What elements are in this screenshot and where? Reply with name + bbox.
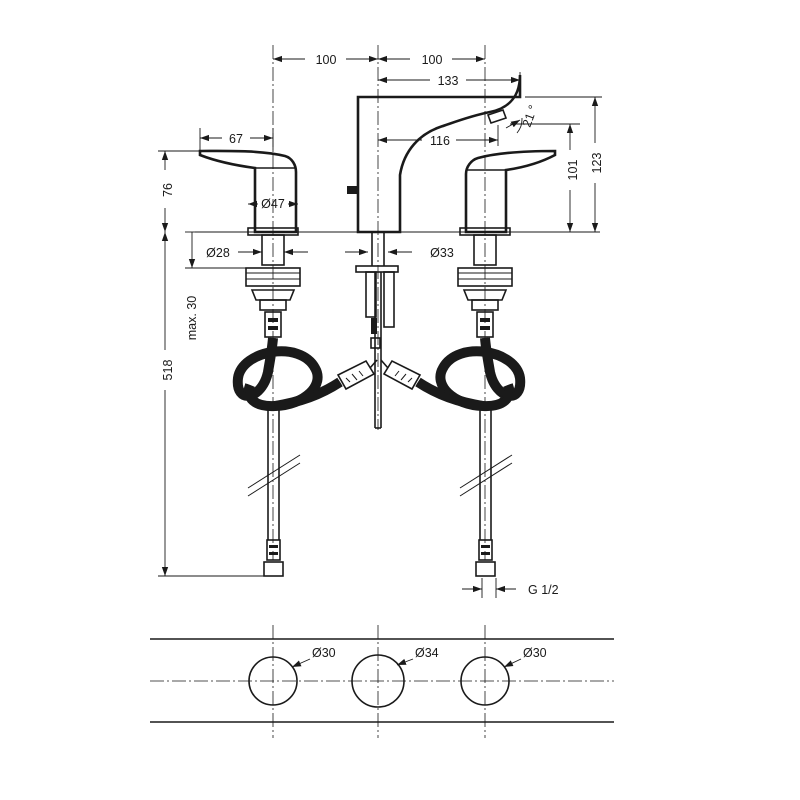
dim-spout-reach: 133 [378,72,521,94]
dim-handle-length: 67 [199,128,274,150]
hole-right-label: Ø30 [523,646,547,660]
dim-handle-height: 76 [158,150,200,232]
dim-label: 100 [422,53,443,67]
dim-spout-outlet: 116 [378,125,499,148]
dim-max-thickness: max. 30 [185,231,248,341]
right-hose-fitting [382,359,422,391]
spout-shank [355,232,399,429]
dim-label: 116 [430,134,450,148]
left-hose [232,337,378,540]
dim-label: 100 [316,53,337,67]
dim-shank-diameter-spout: Ø33 [345,246,454,260]
spout-body [347,74,522,234]
deck-plan-view: Ø30 Ø34 Ø30 [150,625,614,738]
dim-label: 101 [566,160,580,181]
right-nut [457,267,513,287]
pop-up-knob [347,186,357,194]
left-nut [245,267,301,287]
dim-label: max. 30 [185,296,199,341]
dim-label: Ø28 [206,246,230,260]
center-lines [272,45,486,560]
dim-label: Ø33 [430,246,454,260]
right-hose [380,337,526,540]
dim-label: 133 [438,74,459,88]
dim-spout-height-total: 123 [525,96,604,232]
dim-label: 67 [229,132,243,146]
dim-label: 21 ° [520,103,541,129]
dim-spacing-right: 100 [378,53,485,67]
dim-label: 76 [161,183,175,197]
hole-left [248,656,298,706]
left-valve [198,149,301,338]
dim-shank-diameter-valve: Ø28 [206,246,308,260]
dim-label: G 1/2 [528,583,559,597]
hole-center-label: Ø34 [415,646,439,660]
right-handle [464,149,557,234]
dim-label: 123 [590,153,604,174]
aerator [486,108,508,125]
dim-spacing-left: 100 [273,53,378,67]
hole-right [460,656,510,706]
dim-hose-length: 518 [158,232,264,577]
dim-label: Ø47 [261,197,285,211]
left-connector [263,539,284,577]
dim-spout-height-outlet: 101 [510,123,580,232]
dim-handle-diameter: Ø47 [248,197,298,211]
right-connector [475,539,496,577]
dim-connection-thread: G 1/2 [462,578,559,598]
dim-label: 518 [161,360,175,381]
hole-left-label: Ø30 [312,646,336,660]
hole-center [351,654,405,708]
right-valve [457,149,557,338]
dim-spout-angle: 21 ° [505,103,541,134]
left-handle [198,149,298,234]
left-hose-fitting [336,359,376,391]
